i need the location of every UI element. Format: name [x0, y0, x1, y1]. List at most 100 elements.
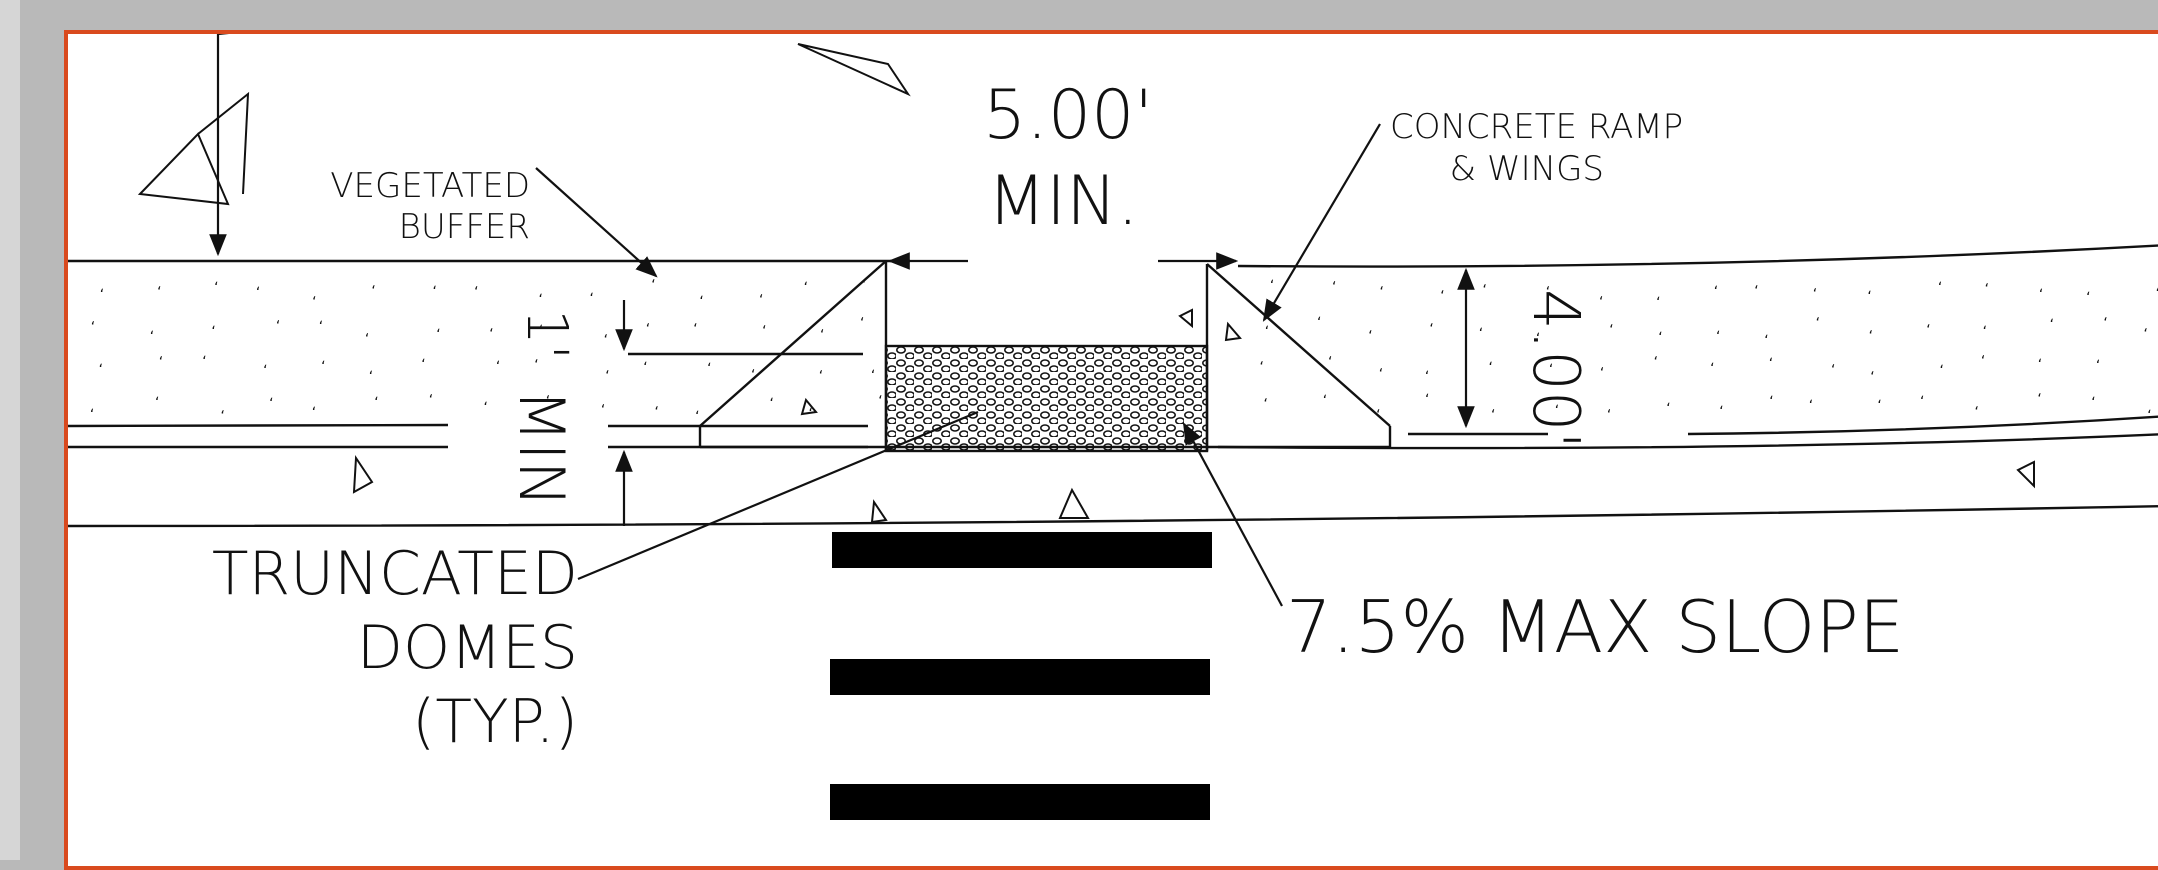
- vegetation-mark: ʻ: [878, 394, 882, 410]
- vegetation-mark: ʻ: [820, 328, 824, 344]
- vegetation-mark: ʻ: [1270, 278, 1274, 294]
- vegetation-mark: ʻ: [1769, 356, 1773, 372]
- triangle-symbol: [137, 132, 230, 206]
- vegetation-mark: ʻ: [651, 277, 655, 293]
- vegetation-mark: ʻ: [202, 354, 206, 370]
- vegetation-mark: ʻ: [1368, 329, 1372, 345]
- ramp-left-wing: [699, 260, 887, 427]
- vegetation-mark: ʻ: [211, 324, 215, 340]
- truncated-domes-panel: [884, 344, 1209, 453]
- vegetation-mark: ʻ: [99, 362, 103, 378]
- vegetation-mark: ʻ: [474, 284, 478, 300]
- vegetation-mark: ʻ: [1429, 322, 1433, 338]
- slope-label: 7.5% MAX SLOPE: [1286, 585, 1904, 669]
- vegetation-mark: ʻ: [1425, 369, 1429, 385]
- vegetation-mark: ʻ: [804, 280, 808, 296]
- vegetation-mark: ʻ: [1654, 354, 1658, 370]
- vegetation-mark: ʻ: [1328, 355, 1332, 371]
- vegetation-mark: ʻ: [1719, 404, 1723, 420]
- vegetation-mark: ʻ: [2037, 392, 2041, 408]
- vegetation-mark: ʻ: [601, 403, 605, 419]
- vegetation-mark: ʻ: [699, 294, 703, 310]
- vegetation-mark: ʻ: [489, 327, 493, 343]
- vegetation-mark: ʻ: [1809, 398, 1813, 414]
- vegetation-mark: ʻ: [1867, 289, 1871, 305]
- vegetation-mark: ʻ: [365, 332, 369, 348]
- vegetation-mark: ʻ: [1656, 295, 1660, 311]
- triangle-symbol: [800, 397, 818, 416]
- triangle-symbol: [870, 499, 888, 524]
- vegetation-mark: ʻ: [539, 292, 543, 308]
- vegetation-mark: ʻ: [1816, 315, 1820, 331]
- vegetation-mark: ʻ: [1265, 324, 1269, 340]
- vegetation-mark: ʻ: [374, 395, 378, 411]
- vegetation-mark: ʻ: [1491, 407, 1495, 423]
- vegetation-mark: ʻ: [2096, 358, 2100, 374]
- vegetation-mark: ʻ: [1831, 362, 1835, 378]
- vegetation-mark: ʻ: [1940, 363, 1944, 379]
- buffer-dimension-value: 1': [514, 309, 579, 360]
- vegetation-mark: ʻ: [90, 407, 94, 423]
- vegetation-stipple: ʻʻʻʻʻʻʻʻʻʻʻʻʻʻʻʻʻʻʻʻʻʻʻʻʻʻʻʻʻʻʻʻʻʻʻʻʻʻʻʻ…: [90, 277, 2158, 424]
- concrete-ramp-label-line1: CONCRETE RAMP: [1390, 107, 1683, 147]
- vegetation-mark: ʻ: [1710, 361, 1714, 377]
- vegetation-mark: ʻ: [1609, 323, 1613, 339]
- vegetation-mark: ʻ: [1813, 287, 1817, 303]
- vegetation-mark: ʻ: [1332, 280, 1336, 296]
- vegetation-mark: ʻ: [1380, 285, 1384, 301]
- vegetation-mark: ʻ: [546, 393, 550, 409]
- vegetation-mark: ʻ: [751, 367, 755, 383]
- vegetation-mark: ʻ: [1975, 404, 1979, 420]
- triangle-symbol: [1224, 321, 1242, 342]
- vegetation-mark: ʻ: [2144, 326, 2148, 342]
- vegetation-mark: ʻ: [1323, 393, 1327, 409]
- vegetation-mark: ʻ: [819, 369, 823, 385]
- vegetation-mark: ʻ: [429, 393, 433, 409]
- vegetation-mark: ʻ: [590, 291, 594, 307]
- leader-lines: [209, 34, 1475, 607]
- vegetation-mark: ʻ: [91, 319, 95, 335]
- vegetation-mark: ʻ: [604, 332, 608, 348]
- vegetation-mark: ʻ: [2147, 408, 2151, 424]
- vegetation-mark: ʻ: [1983, 324, 1987, 340]
- vegetation-mark: ʻ: [539, 323, 543, 339]
- vegetation-mark: ʻ: [1938, 280, 1942, 296]
- vegetation-mark: ʻ: [1489, 360, 1493, 376]
- vegetation-mark: ʻ: [2103, 316, 2107, 332]
- vegetation-mark: ʻ: [150, 329, 154, 345]
- vegetation-mark: ʻ: [433, 284, 437, 300]
- vegetation-mark: ʻ: [1483, 283, 1487, 299]
- crosswalk-bars: [830, 532, 1212, 820]
- vegetation-mark: ʻ: [1754, 284, 1758, 300]
- vegetation-mark: ʻ: [1877, 398, 1881, 414]
- vegetation-mark: ʻ: [759, 293, 763, 309]
- concrete-ramp-label-line2: & WINGS: [1450, 149, 1604, 189]
- triangle-symbol: [197, 91, 250, 195]
- vegetation-mark: ʻ: [860, 315, 864, 331]
- vegetation-mark: ʻ: [2156, 286, 2158, 302]
- vegetated-leader: [535, 167, 658, 278]
- vegetation-mark: ʻ: [1555, 403, 1559, 419]
- vegetation-mark: ʻ: [1599, 294, 1603, 310]
- vegetation-mark: ʻ: [100, 287, 104, 303]
- vegetation-mark: ʻ: [1870, 369, 1874, 385]
- truncated-domes-label-line2: DOMES: [357, 613, 578, 683]
- concrete-ramp-leader: [1262, 123, 1381, 322]
- curb-line: [68, 504, 2158, 528]
- sidewalk-front-line-1: [68, 423, 449, 428]
- sidewalk-back-line-right: [1237, 244, 2158, 268]
- vegetation-mark: ʻ: [1264, 396, 1268, 412]
- vegetation-mark: ʻ: [1549, 362, 1553, 378]
- vegetation-mark: ʻ: [157, 284, 161, 300]
- vegetation-mark: ʻ: [1479, 326, 1483, 342]
- vegetation-mark: ʻ: [809, 406, 813, 422]
- vegetation-mark: ʻ: [1985, 282, 1989, 298]
- vegetation-mark: ʻ: [2038, 357, 2042, 373]
- viewer-left-strip: [0, 0, 20, 860]
- vegetation-mark: ʻ: [1666, 401, 1670, 417]
- vegetation-mark: ʻ: [1425, 392, 1429, 408]
- vegetation-mark: ʻ: [214, 280, 218, 296]
- vegetation-mark: ʻ: [1317, 315, 1321, 331]
- vegetation-mark: ʻ: [2091, 395, 2095, 411]
